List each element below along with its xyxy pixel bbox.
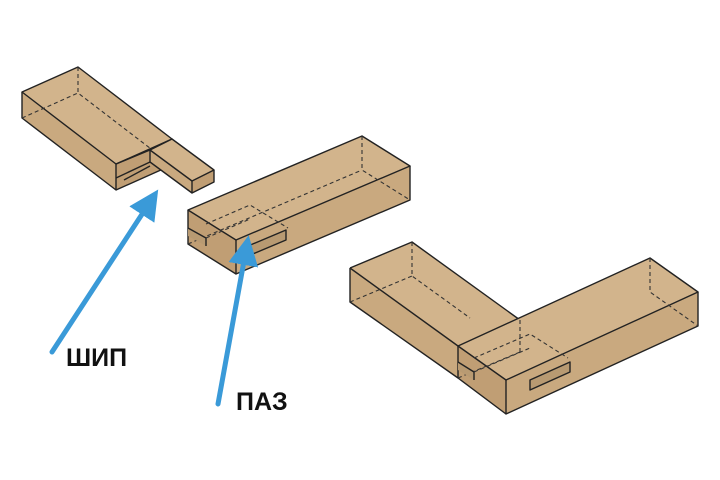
mortise-label: ПАЗ — [236, 388, 288, 416]
assembled-joint — [349, 241, 699, 415]
tenon-arrow — [49, 189, 159, 355]
mortise-board — [187, 135, 411, 275]
tenon — [115, 138, 215, 194]
mortise-arrow — [215, 235, 259, 407]
tenon-board — [21, 66, 173, 191]
tenon-label: ШИП — [66, 344, 127, 372]
